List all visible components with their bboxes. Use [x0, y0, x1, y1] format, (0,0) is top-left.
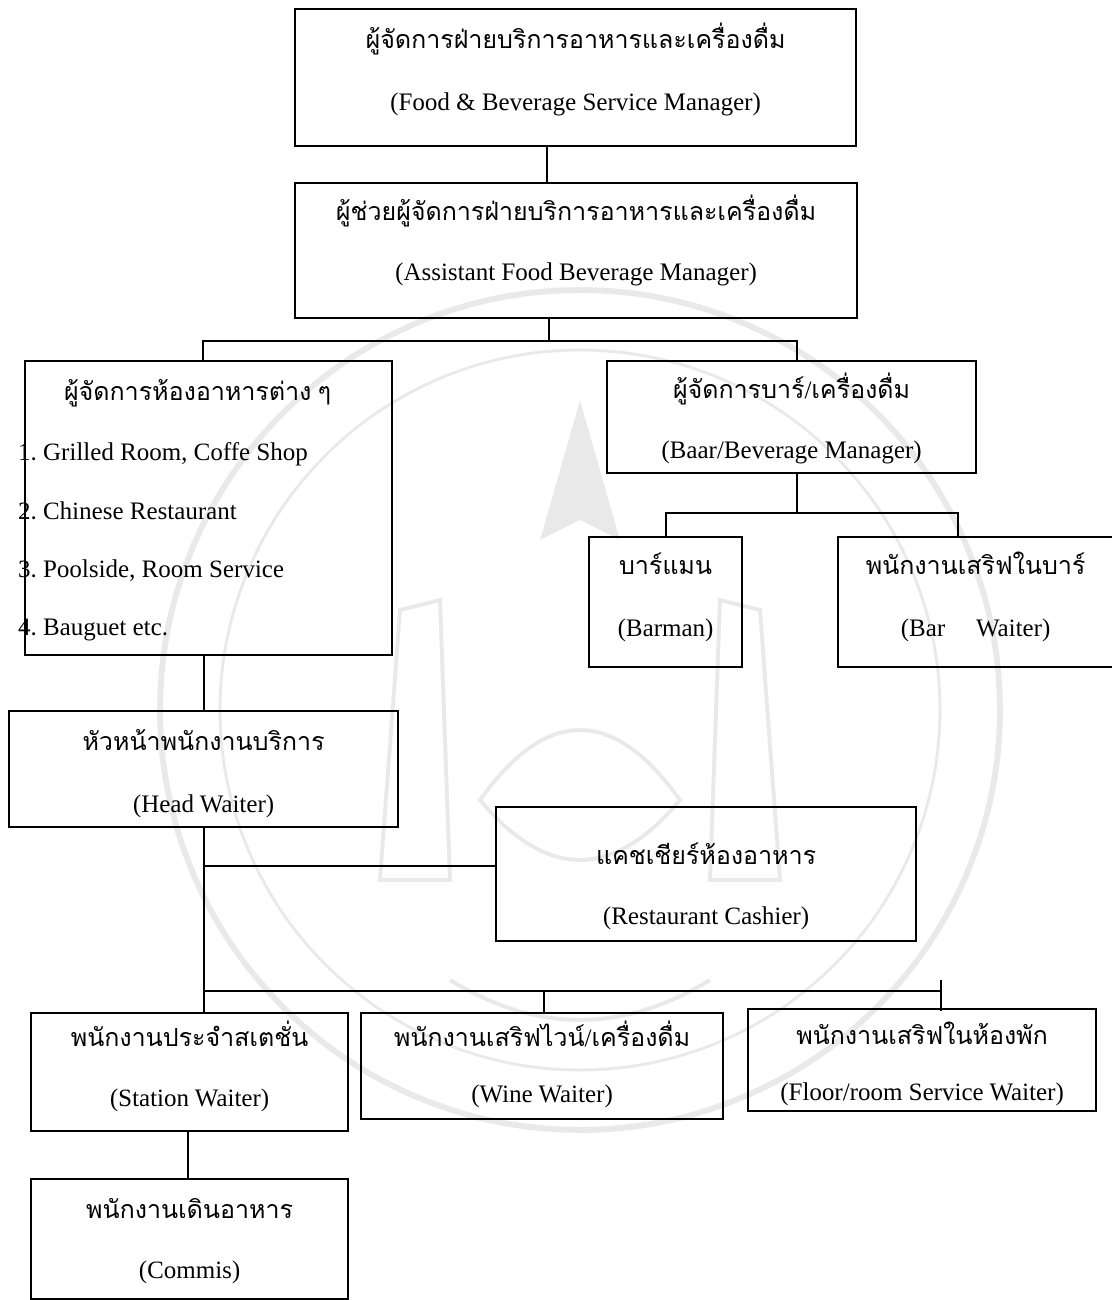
commis-en: (Commis): [138, 1257, 241, 1284]
connector: [203, 990, 941, 992]
room-service-waiter-en: (Floor/room Service Waiter): [780, 1079, 1064, 1106]
restaurant-item: 2. Chinese Restaurant: [18, 498, 237, 525]
bar-manager-en: (Baar/Beverage Manager): [661, 437, 922, 464]
room-service-waiter-box: พนักงานเสริฟในห้องพัก (Floor/room Servic…: [747, 1008, 1097, 1112]
head-waiter-box: หัวหน้าพนักงานบริการ (Head Waiter): [8, 710, 399, 828]
station-waiter-en: (Station Waiter): [109, 1085, 270, 1112]
connector: [665, 512, 667, 536]
bar-waiter-th: พนักงานเสริฟในบาร์: [865, 553, 1086, 580]
barman-box: บาร์แมน (Barman): [588, 536, 743, 668]
station-waiter-box: พนักงานประจำสเตชั่น (Station Waiter): [30, 1012, 349, 1132]
connector: [203, 655, 205, 711]
connector: [203, 990, 205, 1014]
wine-waiter-en: (Wine Waiter): [471, 1081, 613, 1108]
assistant-manager-en: (Assistant Food Beverage Manager): [395, 259, 757, 286]
fb-manager-th: ผู้จัดการฝ่ายบริการอาหารและเครื่องดื่ม: [365, 27, 786, 54]
restaurant-manager-box: ผู้จัดการห้องอาหารต่าง ๆ 1. Grilled Room…: [18, 360, 393, 656]
restaurant-item: 3. Poolside, Room Service: [18, 556, 284, 583]
commis-th: พนักงานเดินอาหาร: [86, 1197, 293, 1224]
station-waiter-th: พนักงานประจำสเตชั่น: [70, 1025, 309, 1052]
restaurant-manager-th: ผู้จัดการห้องอาหารต่าง ๆ: [64, 379, 331, 406]
head-waiter-th: หัวหน้าพนักงานบริการ: [82, 729, 325, 756]
connector: [940, 980, 942, 1011]
cashier-th: แคชเชียร์ห้องอาหาร: [595, 843, 817, 870]
cashier-box: แคชเชียร์ห้องอาหาร (Restaurant Cashier): [495, 806, 917, 942]
connector: [187, 1130, 189, 1180]
bar-manager-box: ผู้จัดการบาร์/เครื่องดื่ม (Baar/Beverage…: [606, 360, 977, 474]
connector: [202, 340, 798, 342]
barman-th: บาร์แมน: [618, 553, 713, 580]
commis-box: พนักงานเดินอาหาร (Commis): [30, 1178, 349, 1300]
room-service-waiter-th: พนักงานเสริฟในห้องพัก: [796, 1023, 1048, 1050]
connector: [665, 512, 958, 514]
bar-waiter-box: พนักงานเสริฟในบาร์ (Bar Waiter): [837, 536, 1112, 668]
restaurant-item: 1. Grilled Room, Coffe Shop: [18, 439, 308, 466]
wine-waiter-box: พนักงานเสริฟไวน์/เครื่องดื่ม (Wine Waite…: [360, 1012, 724, 1120]
connector: [543, 990, 545, 1014]
connector: [796, 473, 798, 513]
connector: [202, 340, 204, 360]
connector: [548, 318, 550, 342]
connector: [796, 340, 798, 360]
bar-manager-th: ผู้จัดการบาร์/เครื่องดื่ม: [672, 377, 911, 404]
connector: [546, 146, 548, 182]
head-waiter-en: (Head Waiter): [132, 791, 275, 818]
connector: [957, 512, 959, 536]
wine-waiter-th: พนักงานเสริฟไวน์/เครื่องดื่ม: [393, 1025, 691, 1052]
university-seal-watermark: [157, 287, 1003, 1133]
cashier-en: (Restaurant Cashier): [602, 903, 810, 930]
bar-waiter-en: (Bar Waiter): [900, 615, 1051, 642]
assistant-manager-box: ผู้ช่วยผู้จัดการฝ่ายบริการอาหารและเครื่อ…: [294, 182, 858, 319]
assistant-manager-th: ผู้ช่วยผู้จัดการฝ่ายบริการอาหารและเครื่อ…: [335, 199, 817, 226]
fb-manager-box: ผู้จัดการฝ่ายบริการอาหารและเครื่องดื่ม (…: [294, 8, 857, 147]
fb-manager-en: (Food & Beverage Service Manager): [390, 89, 761, 116]
restaurant-item: 4. Bauguet etc.: [18, 614, 168, 641]
barman-en: (Barman): [617, 615, 714, 642]
connector: [203, 827, 205, 991]
connector: [203, 865, 495, 867]
